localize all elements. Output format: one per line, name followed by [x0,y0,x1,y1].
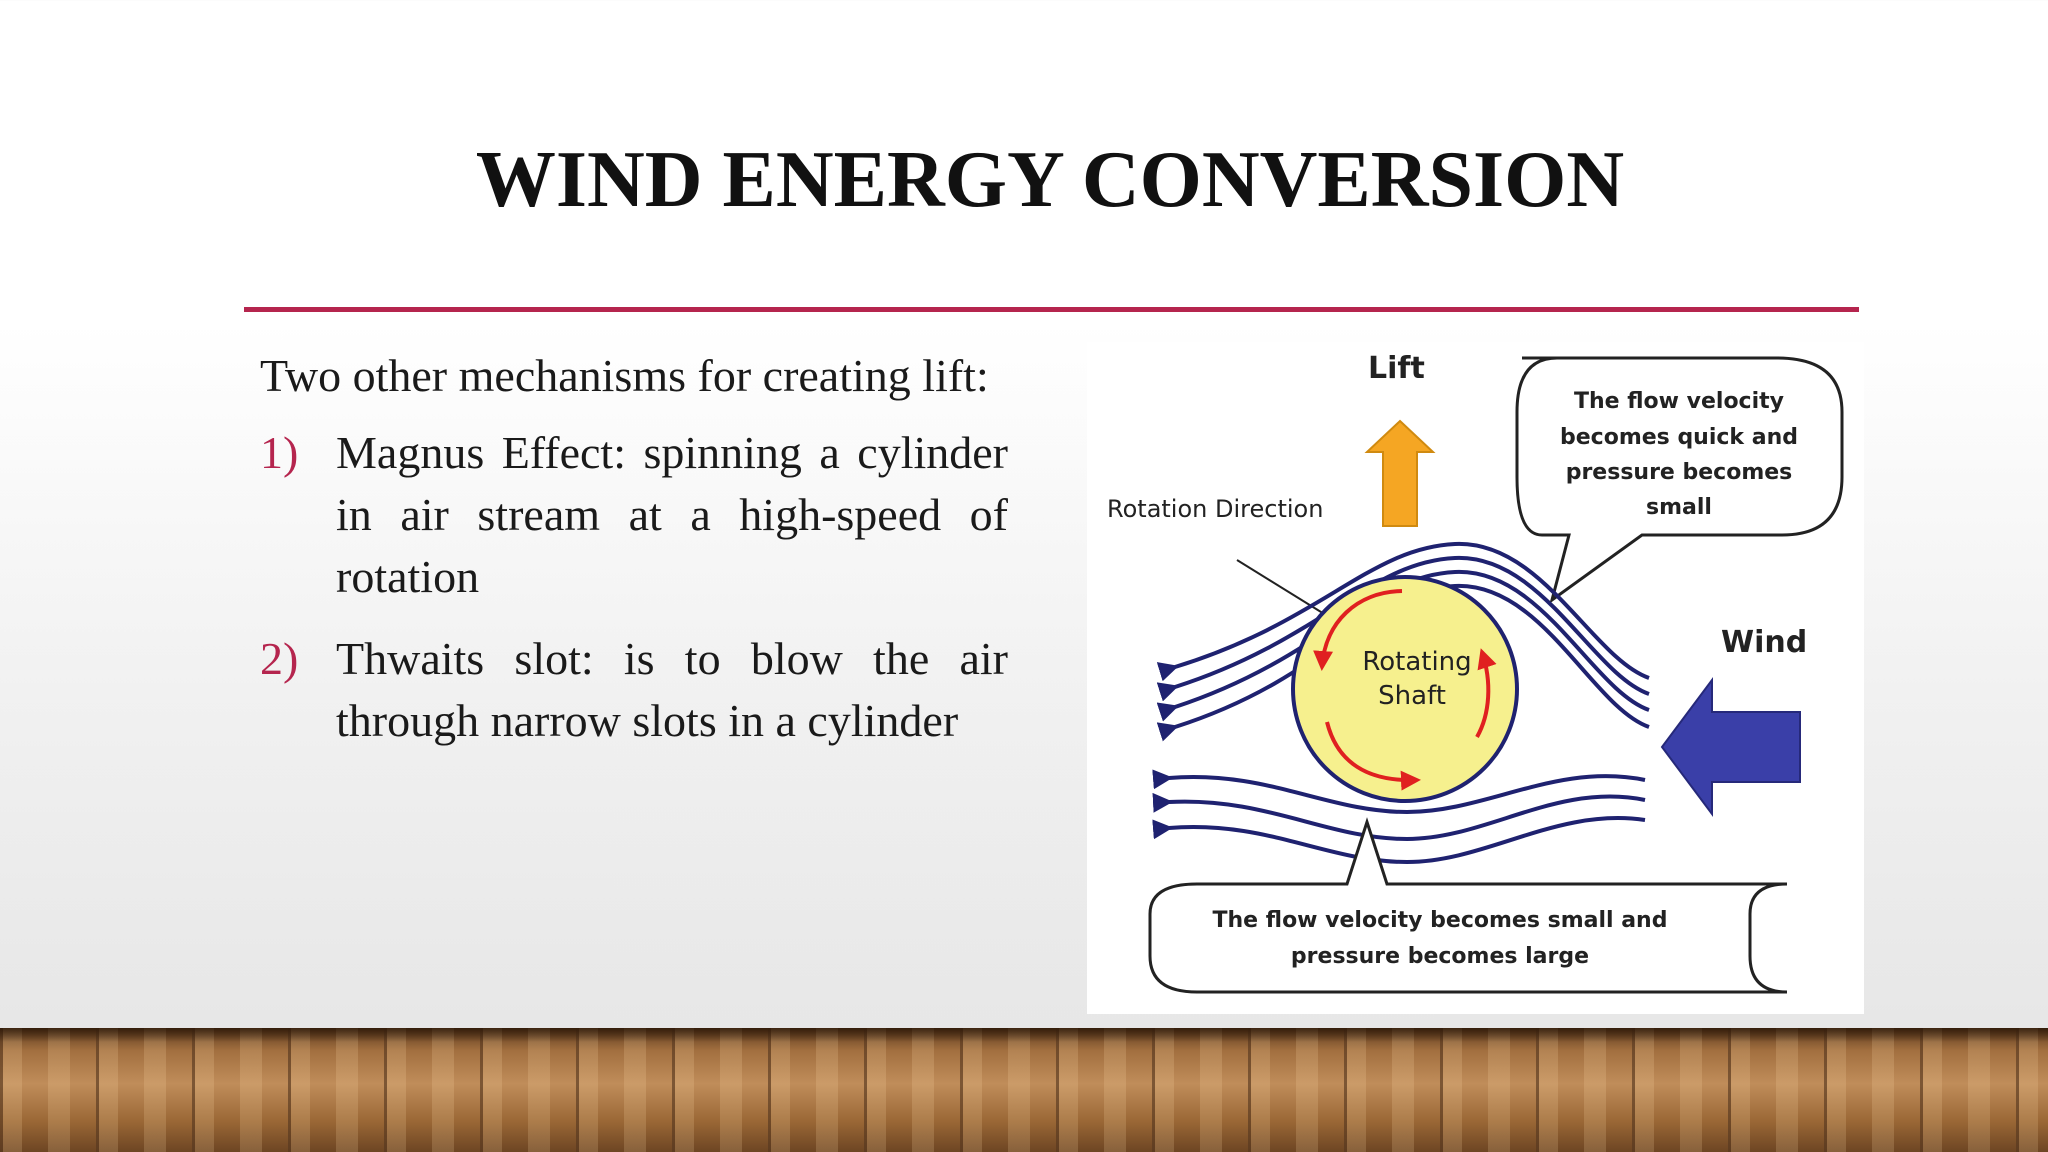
top-bubble-line: The flow velocity [1574,389,1784,414]
list-item: 2) Thwaits slot: is to blow the air thro… [260,628,1008,752]
list-item: 1) Magnus Effect: spinning a cylinder in… [260,422,1008,608]
body-text: Two other mechanisms for creating lift: … [260,345,1008,772]
rotation-direction-label: Rotation Direction [1107,495,1323,523]
upper-streamlines [1156,541,1650,742]
bottom-bubble-line: The flow velocity becomes small and [1213,908,1668,933]
bottom-bubble-line: pressure becomes large [1291,944,1589,969]
wooden-floor [0,1028,2048,1152]
list-item-text: Thwaits slot: is to blow the air through… [336,633,1008,746]
wind-label: Wind [1721,625,1807,660]
list-item-text: Magnus Effect: spinning a cylinder in ai… [336,427,1008,602]
top-bubble-line: small [1646,495,1712,520]
top-speech-bubble [1515,356,1844,604]
lift-arrow-icon [1364,419,1436,527]
list-number: 2) [260,633,299,684]
bottom-speech-bubble [1148,817,1788,994]
title-divider [244,307,1859,312]
slide-title: WIND ENERGY CONVERSION [475,136,1625,224]
shaft-label: Rotating [1362,647,1471,677]
top-bubble-line: becomes quick and [1560,425,1798,450]
intro-text: Two other mechanisms for creating lift: [260,350,989,401]
list-number: 1) [260,427,299,478]
wind-arrow-icon [1660,676,1801,818]
lower-streamlines [1152,769,1646,865]
rotation-arrows-icon [1313,589,1497,791]
magnus-effect-diagram: Lift Rotation Direction The flow velocit… [1087,342,1864,1014]
shaft-label: Shaft [1378,681,1446,711]
top-bubble-line: pressure becomes [1566,460,1793,485]
floor-shadow [0,1028,2048,1042]
lift-label: Lift [1368,351,1425,386]
rotating-shaft [1291,575,1519,803]
